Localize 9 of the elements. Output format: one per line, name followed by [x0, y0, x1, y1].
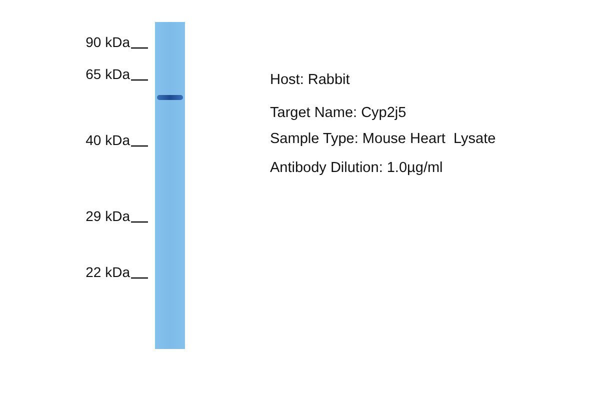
marker-label: 22 kDa [86, 264, 130, 280]
info-text: Sample Type: Mouse Heart Lysate [270, 131, 496, 148]
marker-label: 40 kDa [86, 132, 130, 148]
marker-label: 65 kDa [86, 66, 130, 82]
marker-label: 29 kDa [86, 208, 130, 224]
info-text: Host: Rabbit [270, 72, 350, 89]
info-text: Antibody Dilution: 1.0µg/ml [270, 160, 443, 177]
marker-label: 90 kDa [86, 34, 130, 50]
info-text: Target Name: Cyp2j5 [270, 105, 406, 122]
